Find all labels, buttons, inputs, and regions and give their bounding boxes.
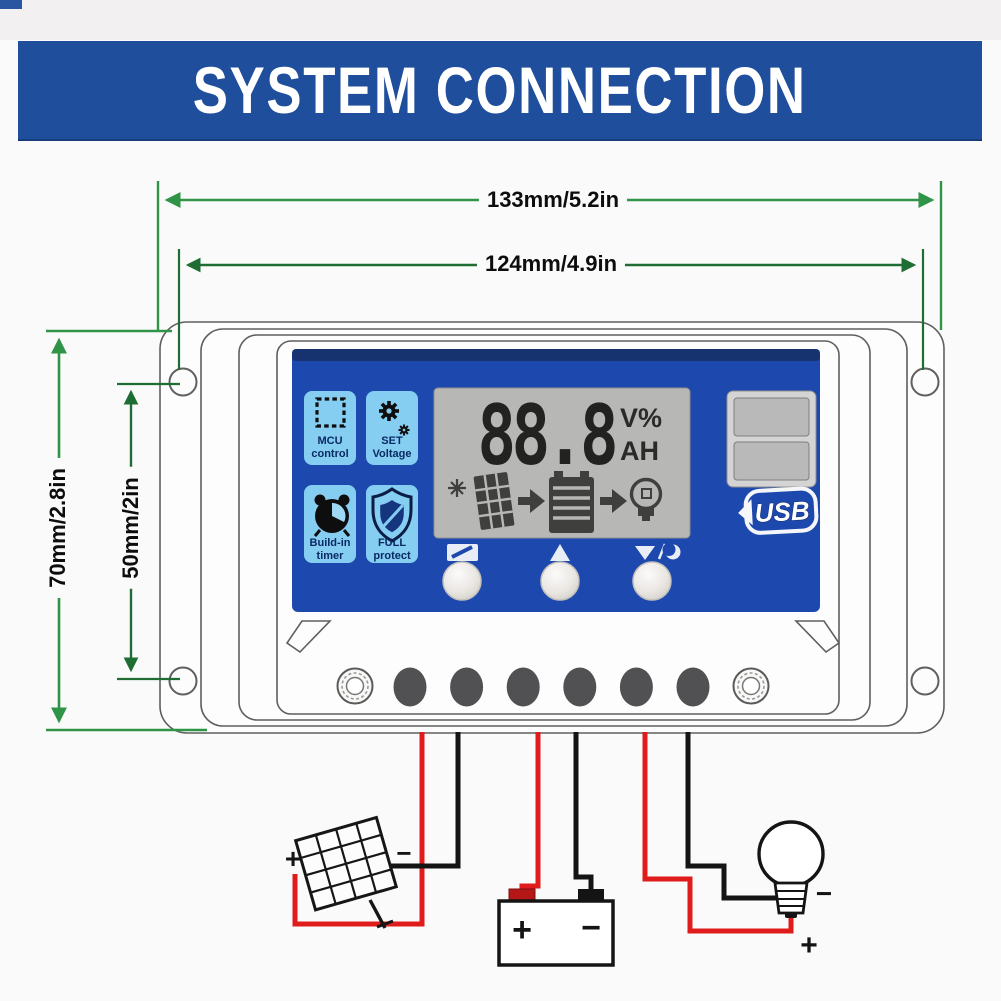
chamfer-right (794, 620, 841, 654)
battery-negative-post (578, 889, 604, 902)
battery-body (497, 899, 615, 967)
title-banner: SYSTEM CONNECTION (18, 41, 982, 139)
sun-icon (448, 479, 466, 497)
panel-foot (376, 919, 394, 929)
badge-label-line2: protect (373, 550, 411, 562)
terminal-2 (450, 667, 484, 707)
battery-positive-label: + (512, 911, 532, 949)
chamfer-left (285, 620, 332, 654)
lamp: − + (757, 820, 832, 962)
solar-positive-wire (292, 732, 425, 927)
lcd-display: 88.8 V% AH (433, 387, 691, 539)
screw-left (336, 667, 374, 705)
lamp-positive-label: + (800, 929, 818, 962)
terminal-6 (676, 667, 710, 707)
inner-height-label: 50mm/2in (118, 467, 144, 589)
badge-mcu-control: MCU control (304, 391, 356, 465)
badge-build-in-timer: Build-in timer (304, 485, 356, 563)
alarm-clock-icon (313, 494, 351, 537)
top-strip (0, 0, 1001, 40)
page-title: SYSTEM CONNECTION (193, 53, 807, 127)
terminal-area (285, 620, 841, 707)
device-layer-1 (200, 328, 908, 727)
battery-positive-wire (519, 732, 541, 901)
bulb-glass (757, 820, 825, 888)
up-triangle-icon (550, 544, 570, 561)
face-plate-top-strip (292, 349, 820, 361)
battery: + − (497, 888, 615, 967)
usb-port-2 (733, 441, 810, 481)
arrow-right-icon (600, 489, 627, 513)
badge-full-protect: FULL protect (366, 485, 418, 563)
panel-leg (368, 899, 387, 929)
solar-negative-wire (390, 732, 461, 869)
usb-port-1 (733, 397, 810, 437)
battery-negative-label: − (581, 909, 601, 947)
screw-right (732, 667, 770, 705)
lamp-icon (629, 477, 663, 521)
charge-mode-button (442, 561, 482, 601)
terminal-3 (506, 667, 540, 707)
lamp-positive-wire (642, 732, 794, 934)
terminal-5 (619, 667, 653, 707)
lamp-negative-label: − (816, 878, 832, 909)
down-night-button (632, 561, 672, 601)
bulb-tip (785, 912, 797, 918)
solar-panel: + − (285, 815, 412, 929)
badge-label-line1: Build-in (310, 537, 351, 549)
badge-set-voltage: SET Voltage (366, 391, 418, 465)
up-button (540, 561, 580, 601)
usb-label: USB (754, 495, 810, 528)
arrow-right-icon (518, 489, 545, 513)
badge-label-line1: MCU (317, 435, 342, 447)
battery-icon (549, 471, 594, 533)
badge-bg (304, 391, 356, 465)
button-row (442, 543, 681, 601)
lcd-reading: 88.8 (477, 388, 614, 484)
solar-positive-label: + (285, 843, 301, 874)
corner-mark (0, 0, 22, 9)
device-layer-3 (276, 340, 840, 715)
dashed-square-icon (315, 397, 346, 428)
mounting-hole-bottom-left (168, 666, 198, 696)
badge-label-line2: timer (317, 550, 345, 562)
feature-badges: MCU control (304, 391, 418, 563)
mounting-hole-top-right (910, 367, 940, 397)
battery-negative-wire (573, 732, 594, 901)
inner-width-label: 124mm/4.9in (476, 251, 626, 277)
lcd-unit-v-percent: V% (620, 403, 662, 433)
lamp-negative-wire (685, 732, 776, 901)
mounting-hole-bottom-right (910, 666, 940, 696)
gear-icon (379, 401, 410, 436)
device-layer-2 (238, 334, 871, 721)
badge-label-line1: FULL (378, 537, 406, 549)
badge-label-line2: Voltage (373, 448, 412, 460)
badge-label-line1: SET (381, 435, 403, 447)
charge-mode-icon (447, 544, 478, 561)
solar-panel-icon (473, 472, 515, 530)
lcd-unit-ah: AH (620, 436, 659, 466)
outer-width-label: 133mm/5.2in (478, 187, 628, 213)
badge-label-line2: control (311, 448, 348, 460)
usb-logo: USB (738, 486, 819, 535)
outer-height-label: 70mm/2.8in (45, 458, 71, 598)
usb-section: USB (726, 390, 819, 535)
down-triangle-moon-icon (635, 543, 681, 560)
terminal-1 (393, 667, 427, 707)
solar-negative-label: − (396, 838, 411, 868)
mounting-hole-top-left (168, 367, 198, 397)
shield-icon (371, 487, 413, 543)
terminal-4 (563, 667, 597, 707)
